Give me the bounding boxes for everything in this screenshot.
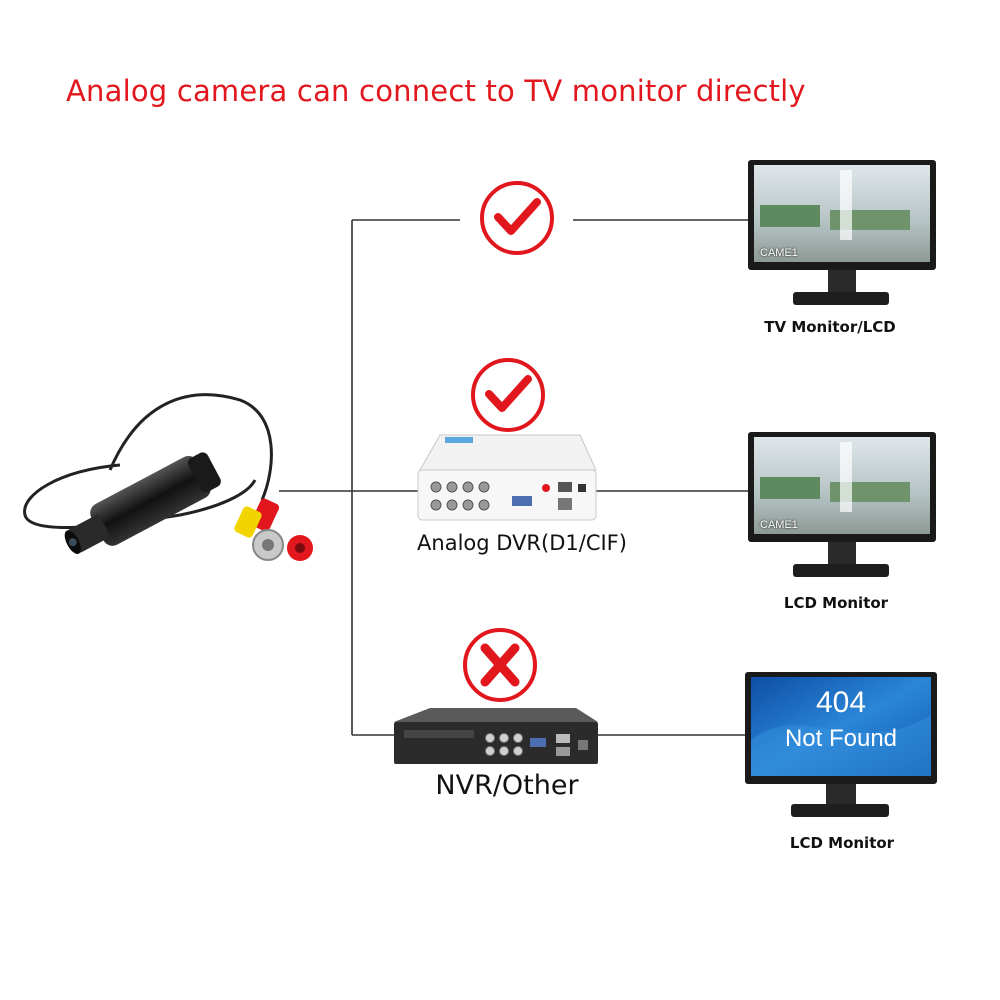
connection-lines: [279, 219, 752, 736]
nvr-caption: NVR/Other: [435, 770, 579, 801]
bullet-camera-image: [23, 393, 313, 561]
analog-dvr-caption: Analog DVR(D1/CIF): [417, 531, 627, 555]
camera-overlay-label: CAME1: [760, 519, 798, 531]
x-circle-icon: [463, 628, 537, 702]
page-title: Analog camera can connect to TV monitor …: [66, 74, 806, 108]
error-message-text: Not Found: [784, 725, 898, 752]
tv-monitor-image: [748, 160, 936, 305]
check-circle-icon: [471, 358, 545, 432]
analog-dvr-image: [417, 434, 597, 521]
lcd-monitor-caption: LCD Monitor: [783, 594, 889, 612]
camera-overlay-label: CAME1: [760, 247, 798, 259]
lcd-monitor-error-image: [745, 672, 937, 817]
lcd-monitor-image: [748, 432, 936, 577]
nvr-image: [394, 708, 598, 764]
error-code-text: 404: [815, 686, 867, 719]
check-circle-icon: [480, 181, 554, 255]
tv-monitor-caption: TV Monitor/LCD: [764, 318, 896, 336]
lcd-monitor-caption: LCD Monitor: [789, 834, 895, 852]
